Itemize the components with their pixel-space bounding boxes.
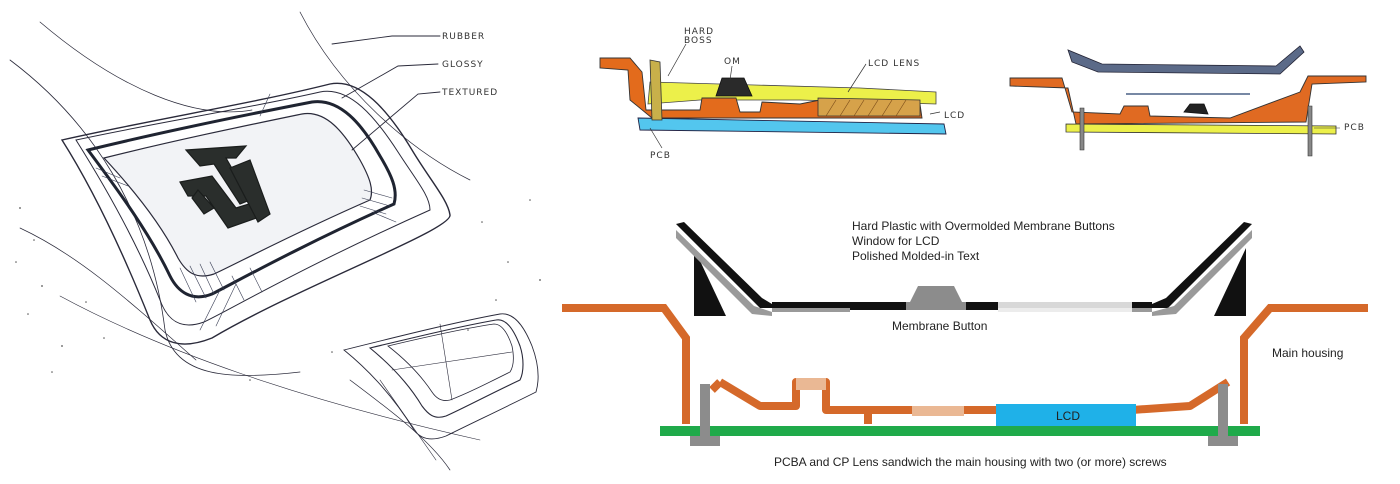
label-pcb: PCB [650,151,671,161]
caption: PCBA and CP Lens sandwich the main housi… [774,455,1167,469]
small-sketch-face [387,323,514,401]
callout-leader-glossy [341,63,439,99]
sketch2-pcb [1065,123,1337,135]
sketch2-button [1183,103,1209,115]
lcd-block [996,404,1136,426]
label-lcd: LCD [1056,409,1080,423]
callout-glossy: GLOSSY [442,60,484,70]
label2-pcb: PCB [1344,123,1365,133]
label-membrane-button: Membrane Button [892,319,987,333]
cover-left-wedge [694,248,726,316]
callout-textured: TEXTURED [441,88,498,98]
heading-line-1: Hard Plastic with Overmolded Membrane Bu… [852,219,1115,233]
sketch-pcb [637,117,947,135]
label-main-housing: Main housing [1272,346,1343,360]
heading-line-2: Window for LCD [852,234,940,248]
callout-leader-textured [351,91,441,151]
label-om: OM [724,57,741,67]
label-hard-boss-2: BOSS [684,36,713,46]
screw-right [1218,384,1228,446]
sketch-outer-line [19,227,197,361]
pcba-board [660,426,1260,436]
main-housing [562,304,1368,424]
housing-left [562,304,690,424]
label-hard-boss-1: HARD [684,27,714,37]
label-lcd: LCD [944,111,965,121]
sketch-leaders [649,43,941,149]
section-sketch-left [599,43,947,149]
heading-line-3: Polished Molded-in Text [852,249,980,263]
logo-mark-icon [179,145,271,229]
small-sketch-line [349,379,451,471]
screw-left-head [690,436,720,446]
sketch-outer-line [39,21,253,113]
label-lcd-lens: LCD LENS [868,59,920,69]
cover-right-slope [1152,222,1252,308]
sketch-speckles [15,199,541,381]
sketch-bezel [85,100,397,299]
housing-peach-insert [912,406,964,416]
housing-rib-left [709,379,723,393]
sketch-outer-line [299,11,471,181]
small-sketch-inner [368,319,524,418]
housing-peach-insert-top [796,378,826,390]
sketch-lcd-block [817,97,921,117]
sketch-rim [60,82,451,345]
housing-floor [717,378,1231,414]
small-sketch-outer [343,313,539,440]
membrane-button-shape [910,286,962,302]
callout-rubber: RUBBER [442,32,485,42]
cover-left-slope [676,222,772,308]
cover-right-wedge [1214,248,1246,316]
sketch-outer-line [59,295,481,441]
housing-right [1240,304,1368,424]
sketch-om-button [715,77,753,97]
small-sketch-line [391,351,513,371]
sketch2-housing [1009,75,1367,125]
top-cover [676,222,1252,316]
section-sketch-right [1009,45,1367,157]
small-sketch-line [379,379,437,461]
screw-left [700,384,710,446]
sketch2-cap [1067,45,1305,75]
device-sketch [9,11,541,471]
screw-right-head [1208,436,1238,446]
sketch-rim-inner [75,90,431,326]
sketch-hatching [95,93,397,331]
callout-leader-rubber [331,35,441,45]
sketch-hard-boss [649,59,663,121]
